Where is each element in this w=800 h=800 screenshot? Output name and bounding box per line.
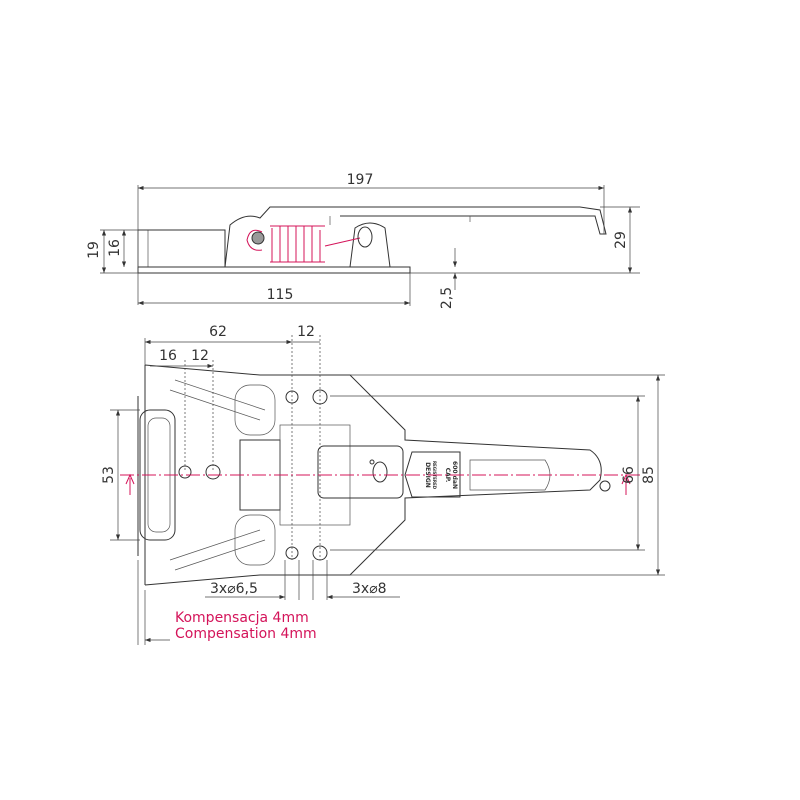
compensation-note: Kompensacja 4mm Compensation 4mm <box>137 560 317 645</box>
cap-text: CAP. <box>444 468 451 483</box>
dim-62: 62 <box>209 324 227 340</box>
dim-115: 115 <box>267 287 294 303</box>
dim-53: 53 <box>101 466 117 484</box>
dim-66: 66 <box>621 466 637 484</box>
top-view: DESIGN REGISTERED CAP. 600 daN 53 66 85 … <box>101 324 665 600</box>
compensation-pl: Kompensacja 4mm <box>175 610 309 626</box>
spring-icon <box>246 225 361 263</box>
dim-12-left: 12 <box>191 348 209 364</box>
dim-29: 29 <box>613 231 629 249</box>
dim-16-top: 16 <box>159 348 177 364</box>
dim-19: 19 <box>86 241 102 259</box>
dim-197: 197 <box>347 172 374 188</box>
design-text: DESIGN <box>424 462 431 488</box>
dim-16: 16 <box>107 239 123 257</box>
side-view: 197 115 29 2,5 19 16 <box>86 172 640 309</box>
holes-8-label: 3x⌀8 <box>352 581 387 597</box>
holes-6-5-label: 3x⌀6,5 <box>210 581 258 597</box>
dim-12-top: 12 <box>297 324 315 340</box>
dim-85: 85 <box>641 466 657 484</box>
compensation-en: Compensation 4mm <box>175 626 317 642</box>
dim-2-5: 2,5 <box>439 287 455 309</box>
